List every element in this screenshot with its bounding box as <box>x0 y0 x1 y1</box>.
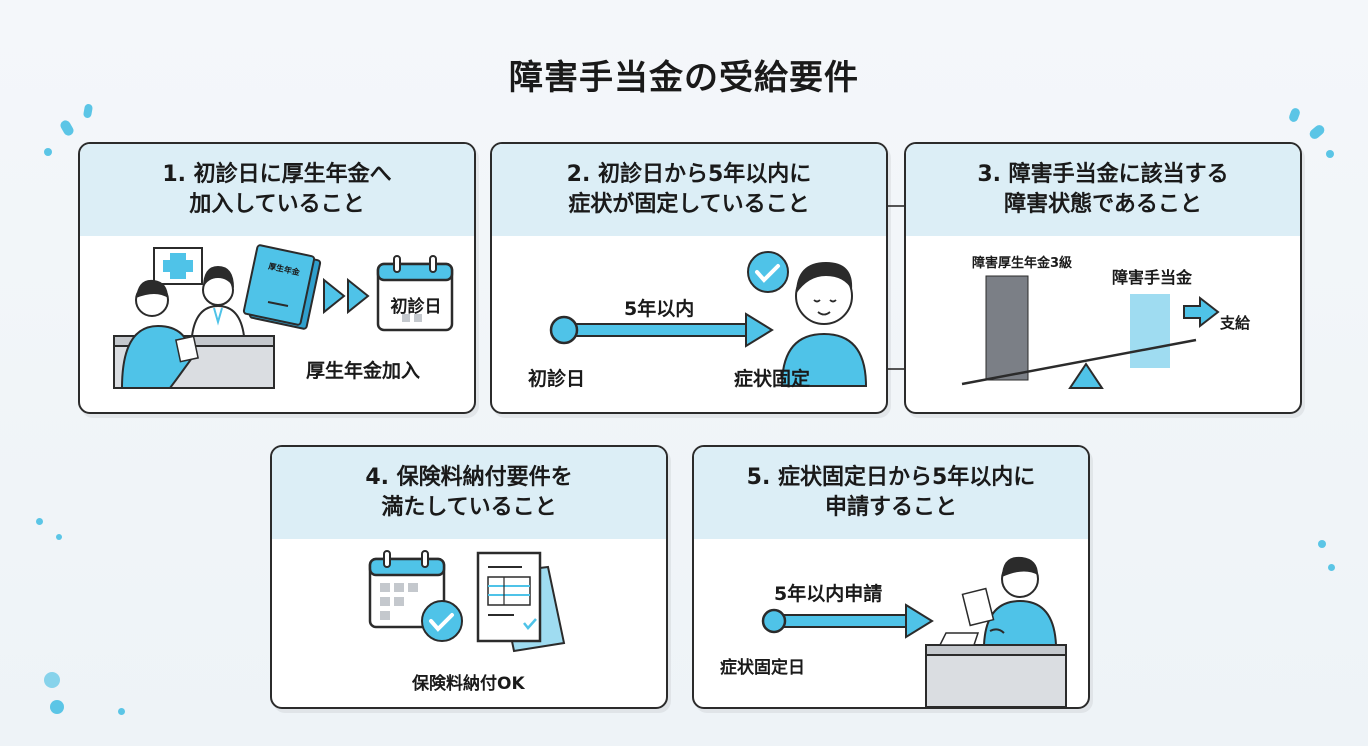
pension-book-icon <box>242 244 322 330</box>
grade3-label: 障害厚生年金3級 <box>972 256 1073 271</box>
start-label: 症状固定日 <box>720 658 805 678</box>
decor-dot <box>1328 564 1335 571</box>
connector-line <box>886 368 908 370</box>
decor-dot <box>1287 106 1302 124</box>
decor-dot <box>1307 123 1327 141</box>
pension-enrollment-illustration <box>113 244 454 389</box>
calendar-label: 初診日 <box>390 297 442 317</box>
check-circle-icon <box>747 251 789 293</box>
decor-dot <box>58 118 76 138</box>
person-icon <box>961 556 1058 646</box>
caption-label: 厚生年金加入 <box>306 360 421 382</box>
decor-dot <box>82 103 94 119</box>
decor-dot <box>118 708 125 715</box>
allowance-label: 障害手当金 <box>1112 268 1193 287</box>
start-label: 初診日 <box>528 368 586 390</box>
end-label: 症状固定 <box>734 368 811 390</box>
document-icon <box>476 551 566 653</box>
decor-dot <box>56 534 62 540</box>
symptom-fixed-timeline <box>549 251 868 387</box>
arrow-right-icon <box>1183 295 1220 329</box>
card-heading: 3. 障害手当金に該当する 障害状態であること <box>906 144 1300 236</box>
calendar-icon <box>376 255 454 332</box>
page-title: 障害手当金の受給要件 <box>509 58 859 98</box>
card-heading: 2. 初診日から5年以内に 症状が固定していること <box>492 144 886 236</box>
caption-label: 保険料納付OK <box>412 674 525 694</box>
connector-line <box>886 205 908 207</box>
decor-dot <box>44 672 60 688</box>
person-icon <box>780 262 868 387</box>
card-heading: 5. 症状固定日から5年以内に 申請すること <box>694 447 1088 539</box>
premium-payment-illustration <box>368 550 566 653</box>
requirement-card-2: 2. 初診日から5年以内に 症状が固定していること 5年以内 初診日 症状固定 <box>490 142 888 414</box>
decor-dot <box>1326 150 1334 158</box>
requirement-card-3: 3. 障害手当金に該当する 障害状態であること 障害厚生年金3級 障害手当金 支… <box>904 142 1302 414</box>
decor-dot <box>36 518 43 525</box>
card-heading: 4. 保険料納付要件を 満たしていること <box>272 447 666 539</box>
requirement-card-4: 4. 保険料納付要件を 満たしていること <box>270 445 668 709</box>
decor-dot <box>44 148 52 156</box>
seesaw-scale-icon <box>1068 362 1104 389</box>
requirement-card-5: 5. 症状固定日から5年以内に 申請すること 5年以内申請 症状固定日 <box>692 445 1090 709</box>
decor-dot <box>50 700 64 714</box>
decor-dot <box>1318 540 1326 548</box>
payment-label: 支給 <box>1220 314 1251 332</box>
medical-cross-icon <box>153 247 203 285</box>
span-label: 5年以内 <box>624 298 695 320</box>
disability-level-illustration <box>961 275 1220 389</box>
span-label: 5年以内申請 <box>774 583 883 605</box>
application-timeline <box>761 556 1067 707</box>
card-heading: 1. 初診日に厚生年金へ 加入していること <box>80 144 474 236</box>
requirement-card-1: 1. 初診日に厚生年金へ 加入していること <box>78 142 476 414</box>
check-circle-icon <box>421 600 463 642</box>
